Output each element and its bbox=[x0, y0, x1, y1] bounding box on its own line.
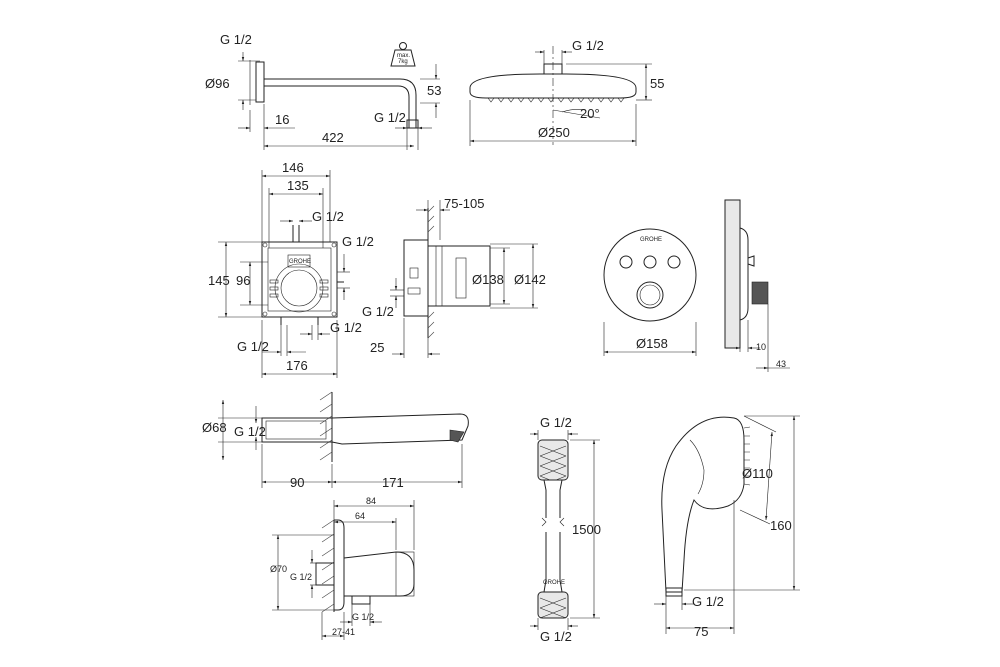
side-wall-depth-label: 75-105 bbox=[444, 196, 484, 211]
spout-body bbox=[331, 413, 469, 445]
trim-diameter-label: Ø158 bbox=[636, 336, 668, 351]
outlet-hose-connector bbox=[351, 595, 371, 605]
arm-thread-label: G 1/2 bbox=[220, 32, 252, 47]
arm-diameter-label: Ø96 bbox=[205, 76, 230, 91]
head-nozzles bbox=[487, 97, 625, 103]
hose-upper bbox=[543, 479, 563, 518]
spout-sleeve bbox=[261, 417, 333, 443]
trim-button-3 bbox=[667, 255, 681, 269]
spout-diameter-label: Ø68 bbox=[202, 420, 227, 435]
hose-brand-label: GROHE bbox=[543, 580, 565, 586]
trim-side-view: 10 43 bbox=[724, 199, 790, 372]
side-thread-label: G 1/2 bbox=[362, 304, 394, 319]
box-valve-body bbox=[274, 263, 324, 313]
spray-angle-arc bbox=[561, 109, 586, 113]
trim-projection-label: 10 bbox=[756, 342, 766, 352]
hand-shower-length-label: 160 bbox=[770, 518, 792, 533]
outlet-inlet-nut bbox=[315, 562, 335, 586]
box-thread-top-label: G 1/2 bbox=[312, 209, 344, 224]
box-brand-label: GROHE bbox=[289, 259, 311, 265]
arm-height-label: 53 bbox=[427, 83, 441, 98]
trim-temperature-knob bbox=[636, 281, 664, 309]
spout-outlet bbox=[449, 429, 465, 443]
box-thread-bottom-right-label: G 1/2 bbox=[330, 320, 362, 335]
box-thread-bottom-left-label: G 1/2 bbox=[237, 339, 269, 354]
side-diameter-outer-label: Ø142 bbox=[514, 272, 546, 287]
spout-length-in-label: 90 bbox=[290, 475, 304, 490]
head-shower-view: G 1/2 55 20° Ø250 bbox=[469, 38, 664, 146]
arm-outlet-thread-label: G 1/2 bbox=[374, 110, 406, 125]
trim-side-wall bbox=[724, 199, 741, 349]
weight-icon: max. 7kg bbox=[390, 42, 416, 67]
box-width-inner-label: 135 bbox=[287, 178, 309, 193]
hose-thread-top-label: G 1/2 bbox=[540, 415, 572, 430]
side-diameter-inner-label: Ø138 bbox=[472, 272, 504, 287]
hose-top-nut bbox=[537, 439, 569, 481]
hand-shower-view: Ø110 160 G 1/2 75 bbox=[654, 415, 800, 639]
box-width-total-label: 176 bbox=[286, 358, 308, 373]
head-diameter-label: Ø250 bbox=[538, 125, 570, 140]
box-thread-right-label: G 1/2 bbox=[342, 234, 374, 249]
arm-wall-flange bbox=[255, 61, 265, 103]
trim-plate-view: GROHE Ø158 bbox=[603, 228, 697, 356]
outlet-thread-outlet-label: G 1/2 bbox=[352, 612, 374, 622]
trim-plate-circle bbox=[603, 228, 697, 322]
hose-length-label: 1500 bbox=[572, 522, 601, 537]
arm-depth-label: 16 bbox=[275, 112, 289, 127]
trim-knob-projection-label: 43 bbox=[776, 359, 786, 369]
hand-shower-thread-label: G 1/2 bbox=[692, 594, 724, 609]
trim-button-1 bbox=[619, 255, 633, 269]
shower-arm-view: max. 7kg G 1/2 Ø96 53 16 G 1/2 422 bbox=[205, 32, 441, 150]
hose-lower bbox=[543, 532, 563, 593]
load-label-1: max. bbox=[397, 53, 410, 59]
hand-shower-body bbox=[661, 416, 745, 593]
hose-thread-bottom-label: G 1/2 bbox=[540, 629, 572, 644]
load-label-2: 7kg bbox=[398, 59, 408, 65]
head-angle-label: 20° bbox=[580, 106, 600, 121]
hand-shower-connector bbox=[665, 587, 683, 597]
head-shower-body bbox=[469, 73, 637, 99]
head-height-label: 55 bbox=[650, 76, 664, 91]
trim-side-plate bbox=[739, 227, 749, 321]
outlet-thread-inlet-label: G 1/2 bbox=[290, 572, 312, 582]
trim-brand-label: GROHE bbox=[640, 237, 662, 243]
head-thread-label: G 1/2 bbox=[572, 38, 604, 53]
spout-length-out-label: 171 bbox=[382, 475, 404, 490]
outlet-diameter-label: Ø70 bbox=[270, 564, 287, 574]
outlet-range-label: 27-41 bbox=[332, 627, 355, 637]
bath-spout-view: Ø68 G 1/2 90 171 bbox=[202, 391, 469, 490]
box-side-view: 75-105 Ø138 Ø142 G 1/2 25 bbox=[362, 196, 546, 358]
spout-thread-label: G 1/2 bbox=[234, 424, 266, 439]
side-sleeve bbox=[427, 245, 491, 307]
hand-shower-width-label: 75 bbox=[694, 624, 708, 639]
box-height-outer-label: 145 bbox=[208, 273, 230, 288]
wall-outlet-view: 84 64 Ø70 G 1/2 G 1/2 27-41 bbox=[270, 496, 415, 640]
box-port-marks bbox=[262, 242, 337, 317]
box-width-outer-label: 146 bbox=[282, 160, 304, 175]
arm-length-label: 422 bbox=[322, 130, 344, 145]
box-height-inner-label: 96 bbox=[236, 273, 250, 288]
concealed-box-view: GROHE 146 135 G 1/2 G 1/2 bbox=[208, 160, 374, 378]
arm-pipe bbox=[264, 78, 417, 128]
side-offset-label: 25 bbox=[370, 340, 384, 355]
trim-side-knob bbox=[751, 281, 769, 305]
hand-shower-diameter-label: Ø110 bbox=[742, 466, 773, 481]
shower-hose-view: GROHE G 1/2 1500 G 1/2 bbox=[530, 415, 601, 644]
outlet-width-total-label: 84 bbox=[366, 496, 376, 506]
trim-button-2 bbox=[643, 255, 657, 269]
hose-bottom-nut bbox=[537, 591, 569, 619]
outlet-width-inner-label: 64 bbox=[355, 511, 365, 521]
